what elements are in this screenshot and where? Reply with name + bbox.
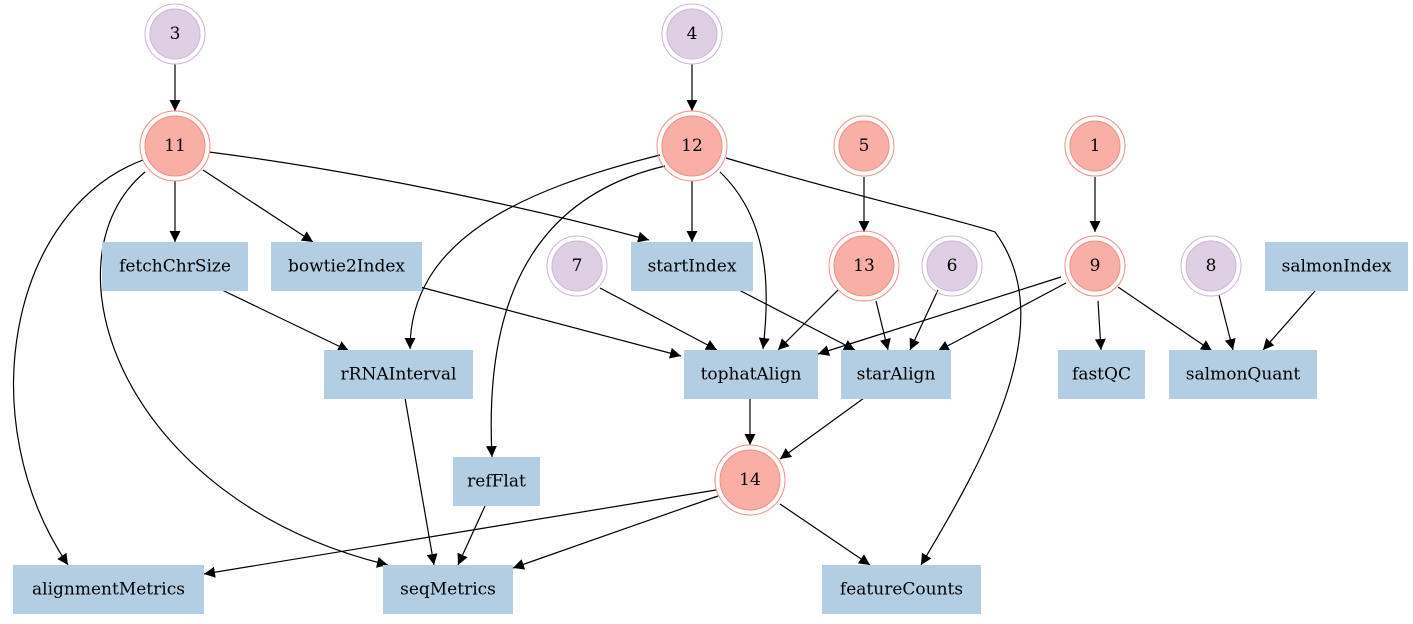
edge-12-to-tophatAlign [719,171,770,350]
task-refFlat-label: refFlat [467,472,526,492]
edge-starAlign-to-14 [779,397,865,460]
task-refFlat: refFlat [453,457,540,506]
node-7-label: 7 [572,256,583,276]
node-1: 1 [1064,115,1126,177]
task-tophatAlign-label: tophatAlign [701,365,802,385]
task-alignmentMetrics-label: alignmentMetrics [32,580,185,600]
task-alignmentMetrics: alignmentMetrics [13,565,204,614]
node-4-label: 4 [687,24,698,44]
edge-12-to-rRNAInterval [404,154,661,350]
edge-bowtie2Index-to-tophatAlign [419,286,682,359]
node-6-label: 6 [947,256,958,276]
edge-startIndex-to-starAlign [736,288,856,351]
edge-9-to-starAlign [937,282,1067,352]
node-11: 11 [139,110,211,182]
edge-11-to-startIndex [208,151,650,243]
node-3: 3 [144,3,206,65]
edge-9-to-fastQC [1094,300,1106,351]
edge-14-to-alignmentMetrics [203,489,717,578]
node-5-label: 5 [859,136,870,156]
task-featureCounts: featureCounts [822,565,981,614]
task-seqMetrics: seqMetrics [383,565,513,614]
node-6: 6 [921,235,983,297]
task-nodes: fetchChrSize bowtie2Index startIndex sal… [13,242,1408,614]
edge-13-to-tophatAlign [777,289,839,351]
node-4: 4 [661,3,723,65]
task-rRNAInterval-label: rRNAInterval [341,365,457,385]
edge-refFlat-to-seqMetrics [457,505,486,566]
task-salmonIndex: salmonIndex [1265,242,1408,291]
task-startIndex: startIndex [631,242,753,291]
task-starAlign: starAlign [841,350,951,399]
task-tophatAlign: tophatAlign [684,350,818,399]
edge-9-to-tophatAlign [817,276,1062,356]
edge-13-to-starAlign [875,300,891,351]
edges [12,64,1316,578]
node-14: 14 [714,444,786,516]
task-fetchChrSize: fetchChrSize [102,242,248,291]
node-3-label: 3 [170,24,181,44]
task-salmonQuant: salmonQuant [1169,350,1317,399]
edge-11-to-bowtie2Index [202,169,314,243]
task-bowtie2Index: bowtie2Index [271,242,422,291]
task-salmonIndex-label: salmonIndex [1282,257,1392,277]
edge-14-to-featureCounts [779,503,871,566]
edge-salmonIndex-to-salmonQuant [1262,290,1316,351]
node-13-label: 13 [853,256,875,276]
task-fastQC-label: fastQC [1072,365,1131,385]
node-9-label: 9 [1090,256,1101,276]
task-startIndex-label: startIndex [648,257,737,277]
task-rRNAInterval: rRNAInterval [324,350,473,399]
edge-fetchChrSize-to-rRNAInterval [221,289,350,352]
task-seqMetrics-label: seqMetrics [400,580,496,600]
edge-14-to-seqMetrics [512,495,719,570]
edge-8-to-salmonQuant [1218,294,1236,351]
task-featureCounts-label: featureCounts [840,580,963,600]
node-7: 7 [546,235,608,297]
edge-12-to-featureCounts [725,157,1022,566]
node-14-label: 14 [739,470,761,490]
edge-9-to-salmonQuant [1117,286,1213,352]
node-13: 13 [828,230,900,302]
circle-nodes: 3 4 11 12 5 1 13 [139,3,1242,516]
task-bowtie2Index-label: bowtie2Index [288,257,405,277]
node-12: 12 [656,110,728,182]
edge-12-to-refFlat [485,165,666,458]
edge-11-to-alignmentMetrics [12,159,144,566]
edge-11-to-seqMetrics [99,171,389,568]
node-11-label: 11 [164,136,186,156]
node-5: 5 [833,115,895,177]
task-salmonQuant-label: salmonQuant [1186,365,1301,385]
task-fetchChrSize-label: fetchChrSize [119,257,231,277]
node-1-label: 1 [1090,136,1101,156]
node-8: 8 [1180,235,1242,297]
node-9: 9 [1064,235,1126,297]
task-starAlign-label: starAlign [857,365,936,385]
task-fastQC: fastQC [1058,350,1145,399]
edge-7-to-tophatAlign [599,287,718,351]
node-12-label: 12 [681,136,703,156]
node-8-label: 8 [1206,256,1217,276]
